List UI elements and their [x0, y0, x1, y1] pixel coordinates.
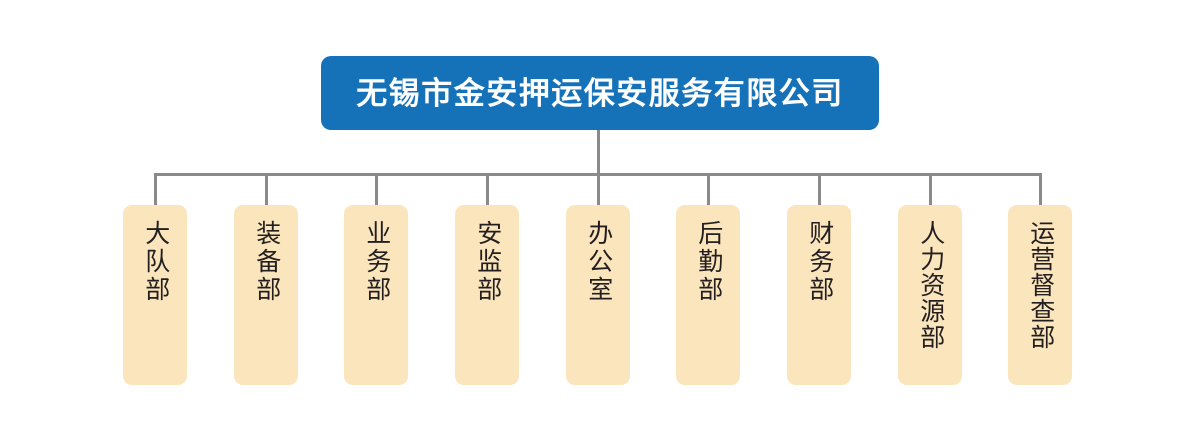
connector-drop-4	[486, 173, 489, 206]
dept-label-3: 业务部	[362, 220, 391, 304]
connector-trunk	[597, 130, 600, 175]
connector-drop-2	[265, 173, 268, 206]
dept-label-4: 安监部	[473, 220, 502, 304]
dept-label-2: 装备部	[252, 220, 281, 304]
dept-node-3[interactable]: 业务部	[344, 205, 408, 385]
dept-node-4[interactable]: 安监部	[455, 205, 519, 385]
connector-drop-8	[929, 173, 932, 206]
dept-node-7[interactable]: 财务部	[787, 205, 851, 385]
dept-node-5[interactable]: 办公室	[566, 205, 630, 385]
connector-drop-3	[375, 173, 378, 206]
connector-drop-9	[1039, 173, 1042, 206]
org-root-label: 无锡市金安押运保安服务有限公司	[356, 75, 844, 111]
connector-drop-5	[597, 173, 600, 206]
connector-drop-6	[707, 173, 710, 206]
dept-node-9[interactable]: 运营督查部	[1008, 205, 1072, 385]
dept-node-8[interactable]: 人力资源部	[898, 205, 962, 385]
dept-node-1[interactable]: 大队部	[123, 205, 187, 385]
org-root-node[interactable]: 无锡市金安押运保安服务有限公司	[321, 56, 879, 130]
dept-label-5: 办公室	[584, 220, 613, 304]
dept-label-1: 大队部	[141, 220, 170, 304]
dept-label-8: 人力资源部	[916, 220, 945, 350]
dept-label-7: 财务部	[805, 220, 834, 304]
dept-node-6[interactable]: 后勤部	[676, 205, 740, 385]
dept-label-9: 运营督查部	[1026, 220, 1055, 350]
connector-drop-1	[154, 173, 157, 206]
dept-node-2[interactable]: 装备部	[234, 205, 298, 385]
connector-drop-7	[818, 173, 821, 206]
dept-label-6: 后勤部	[694, 220, 723, 304]
